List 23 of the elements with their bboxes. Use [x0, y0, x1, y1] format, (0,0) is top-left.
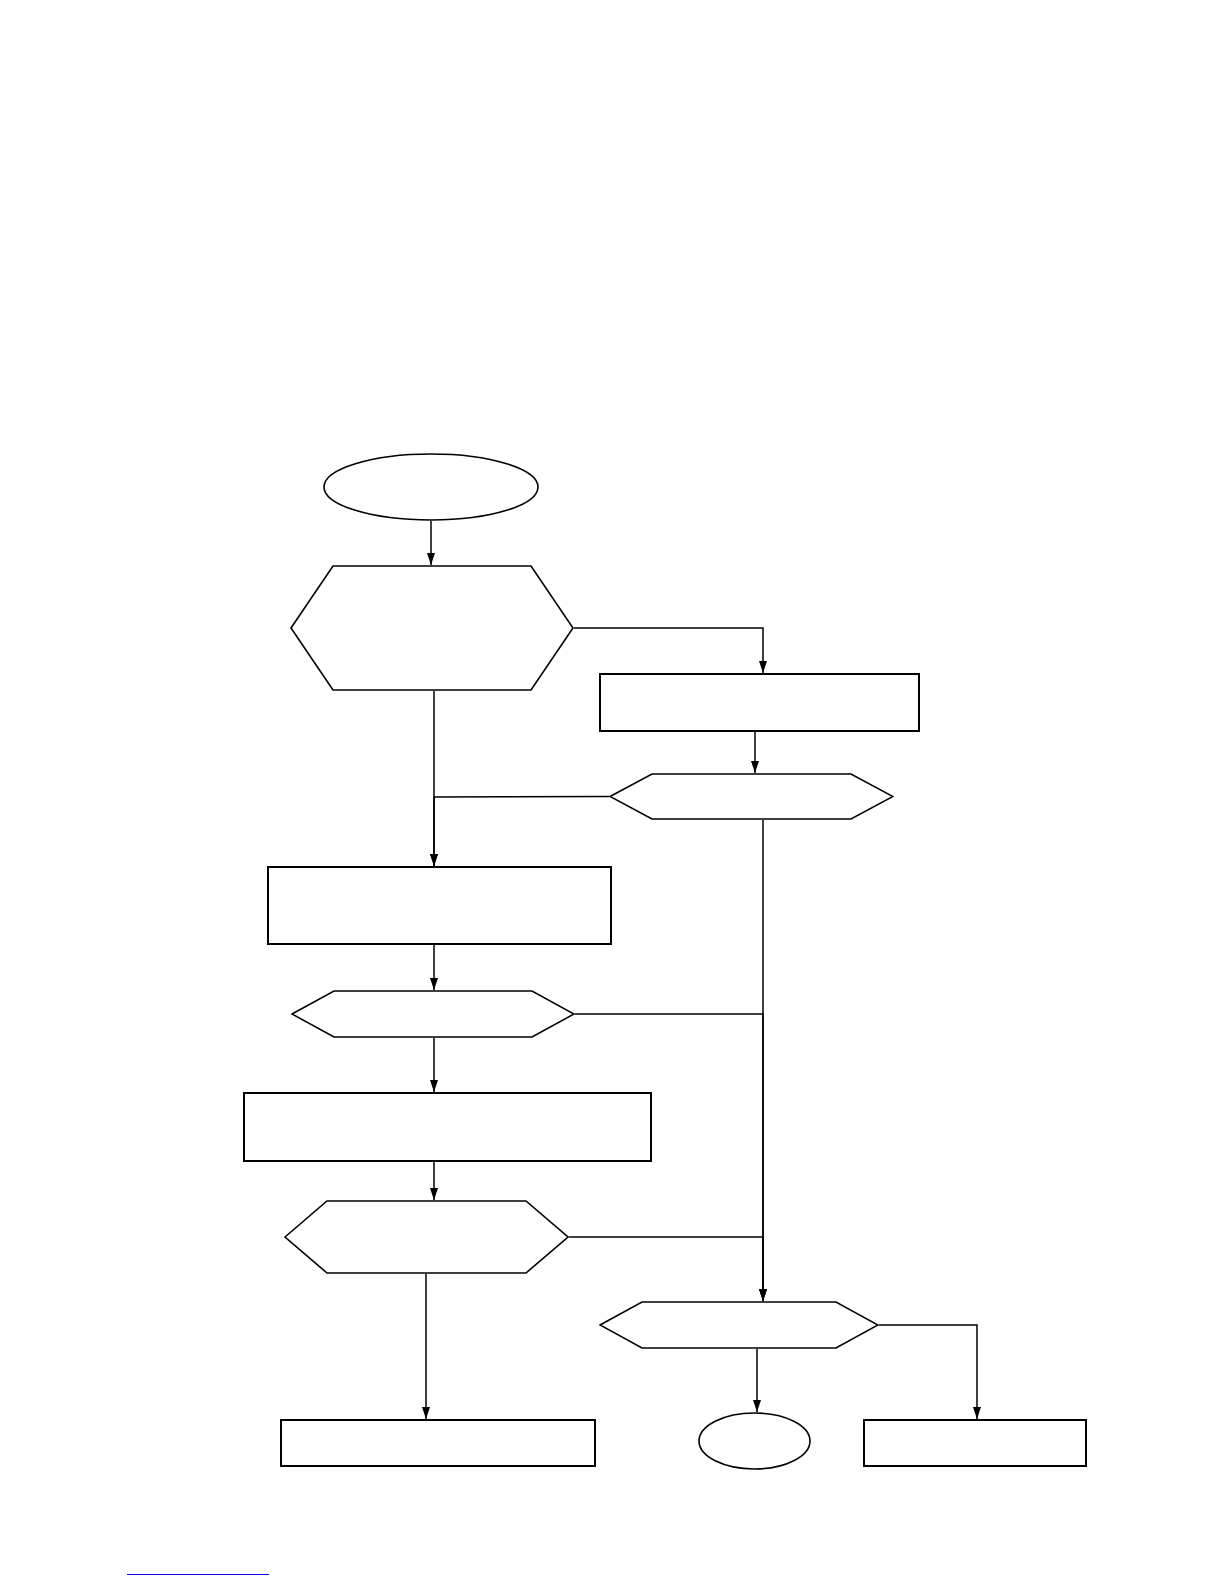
arrow: [430, 690, 438, 867]
arrow: [751, 731, 759, 774]
process-box: [863, 1419, 1087, 1467]
arrow: [759, 819, 767, 1302]
process-box: [243, 1092, 652, 1162]
terminal-ellipse: [698, 1412, 811, 1470]
process-box: [267, 866, 612, 945]
arrow: [573, 627, 767, 674]
arrow: [430, 944, 438, 991]
process-box: [599, 673, 920, 732]
decision-hexagon: [290, 565, 574, 691]
arrow: [878, 1324, 981, 1420]
decision-hexagon: [284, 1200, 569, 1274]
arrow: [753, 1348, 761, 1413]
arrow: [422, 1273, 430, 1420]
arrow: [427, 520, 435, 566]
arrow: [430, 1037, 438, 1093]
arrow: [430, 1161, 438, 1201]
terminal-ellipse: [323, 453, 539, 521]
decision-hexagon: [599, 1301, 879, 1349]
decision-hexagon: [609, 773, 894, 820]
decision-hexagon: [291, 990, 575, 1038]
process-box: [280, 1419, 596, 1467]
